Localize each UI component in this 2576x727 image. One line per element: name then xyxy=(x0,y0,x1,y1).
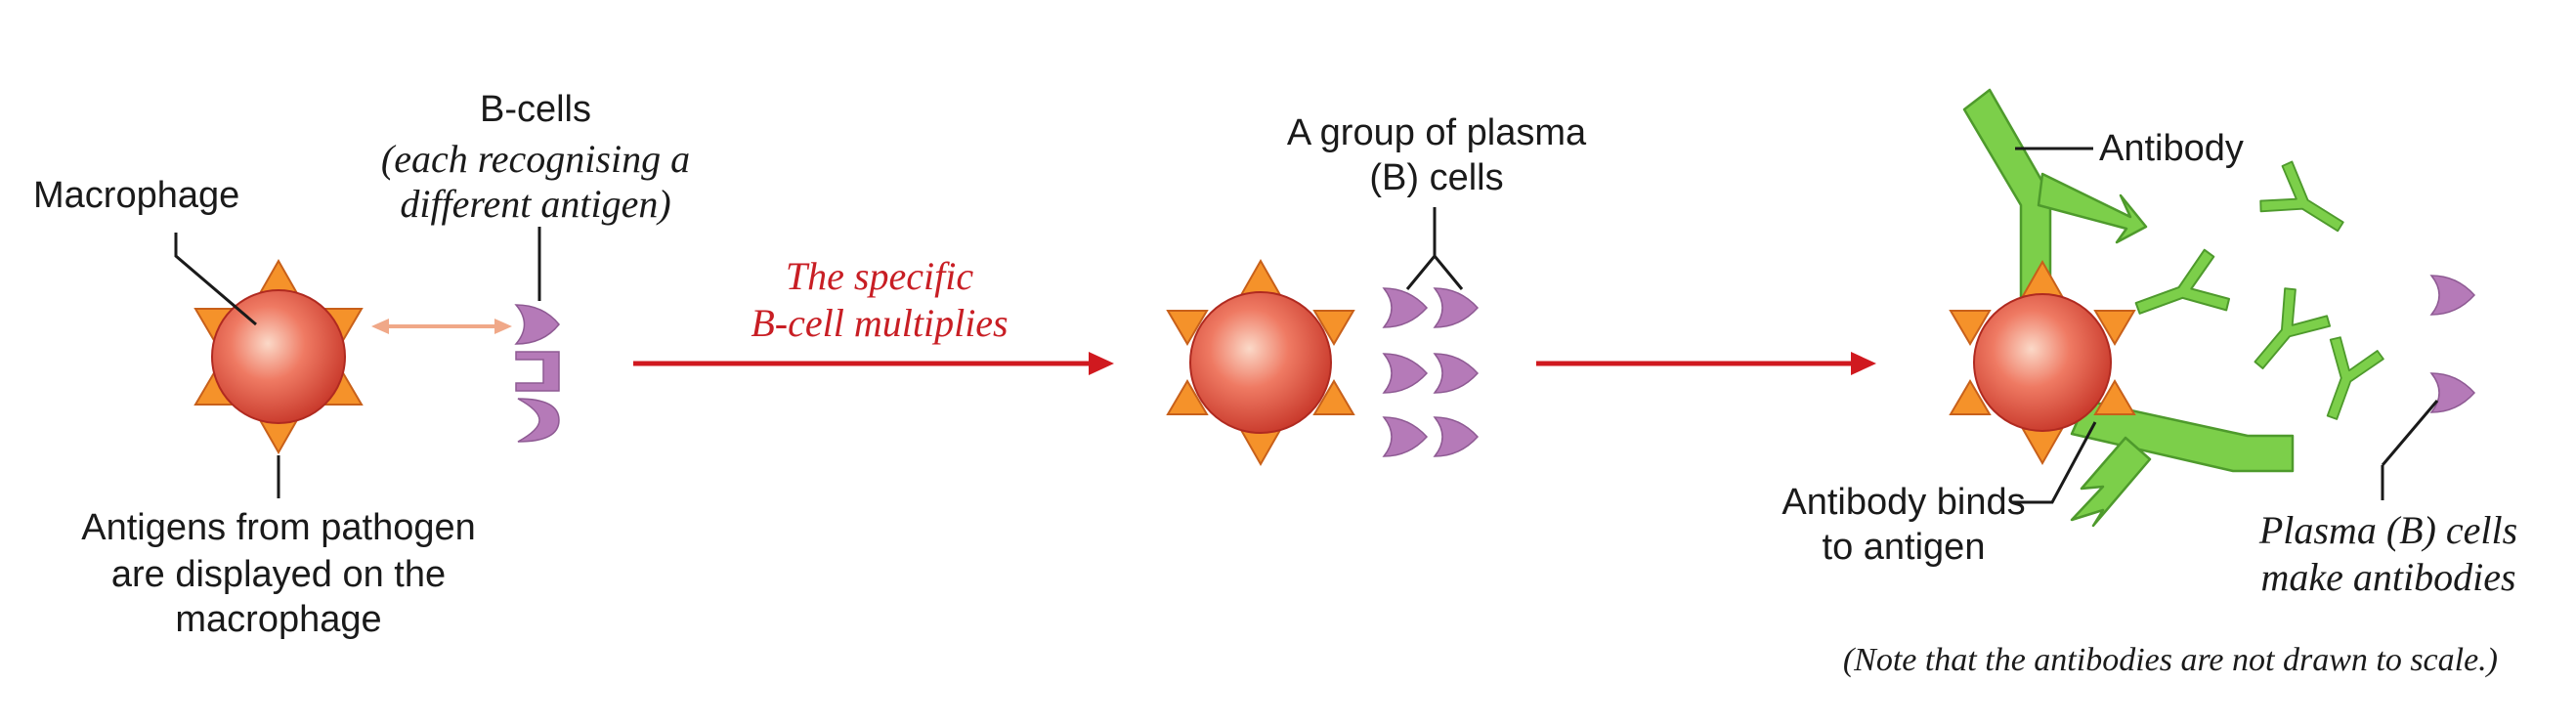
antibody xyxy=(2125,246,2234,340)
plasma-cell xyxy=(1434,287,1479,328)
b-cells-note-line2: different antigen) xyxy=(400,182,670,226)
antigens-label-line2: are displayed on the xyxy=(111,554,446,595)
free-antibodies xyxy=(2125,157,2386,428)
plasma-make-label-line2: make antibodies xyxy=(2260,555,2515,599)
antibody xyxy=(2235,282,2335,385)
plasma-cell xyxy=(2430,372,2475,413)
antigen-spike xyxy=(1166,379,1209,415)
large-antibody-top xyxy=(1962,88,2148,310)
antibody-production-arrow xyxy=(1536,352,1876,375)
macrophage-label: Macrophage xyxy=(33,175,239,216)
antigen-spike xyxy=(2093,310,2136,346)
plasma-make-leader xyxy=(2381,400,2439,466)
macrophage-cell xyxy=(1189,291,1332,434)
binds-label-line1: Antibody binds xyxy=(1782,482,2025,523)
antigen-spike xyxy=(1166,310,1209,346)
scale-note: (Note that the antibodies are not drawn … xyxy=(1843,642,2498,678)
macrophage-1 xyxy=(193,258,364,455)
plasma-cell xyxy=(1434,353,1479,394)
plasma-cells-right xyxy=(2430,275,2475,413)
binds-leader xyxy=(2011,421,2097,504)
plasma-cell xyxy=(1383,287,1428,328)
antibody-label: Antibody xyxy=(2099,128,2244,169)
plasma-make-label-line1: Plasma (B) cells xyxy=(2258,508,2517,552)
plasma-cell xyxy=(1383,416,1428,457)
antigen-spike xyxy=(1239,258,1282,296)
antigen-spike xyxy=(2093,379,2136,415)
b-cell xyxy=(514,304,560,345)
antigen-spike xyxy=(1312,379,1355,415)
macrophage-3 xyxy=(1949,259,2136,466)
plasma-cell-group xyxy=(1383,287,1479,457)
b-cell xyxy=(517,398,560,443)
antigens-label-line1: Antigens from pathogen xyxy=(81,507,476,548)
multiplies-arrow xyxy=(633,352,1114,375)
antigen-spike xyxy=(2021,428,2064,466)
large-antibody-bottom xyxy=(2070,399,2295,528)
b-cells-note-line1: (each recognising a xyxy=(381,137,690,181)
antibody xyxy=(2254,157,2357,253)
plasma-group-leader xyxy=(1405,253,1464,290)
recognition-double-arrow xyxy=(371,319,512,334)
plasma-group-label-line2: (B) cells xyxy=(1369,157,1503,198)
antigen-spike xyxy=(1949,379,1992,415)
antigen-spike xyxy=(1239,429,1282,467)
b-cell xyxy=(515,351,560,392)
b-cells-label: B-cells xyxy=(480,89,591,130)
antigen-spike xyxy=(1949,310,1992,346)
plasma-cell xyxy=(2430,275,2475,316)
macrophage-leader xyxy=(174,233,257,326)
b-cells-column xyxy=(514,304,560,443)
plasma-cell xyxy=(1434,416,1479,457)
antigen-spike xyxy=(1312,310,1355,346)
step1-label-line2: B-cell multiplies xyxy=(751,301,1008,345)
macrophage-cell xyxy=(211,289,346,424)
antigens-label-line3: macrophage xyxy=(175,599,381,640)
macrophage-2 xyxy=(1166,258,1355,467)
step1-label-line1: The specific xyxy=(786,254,973,298)
macrophage-cell xyxy=(1973,293,2112,432)
plasma-group-label-line1: A group of plasma xyxy=(1287,112,1587,153)
binds-label-line2: to antigen xyxy=(1823,527,1986,568)
plasma-cell xyxy=(1383,353,1428,394)
antibody xyxy=(2304,333,2386,428)
